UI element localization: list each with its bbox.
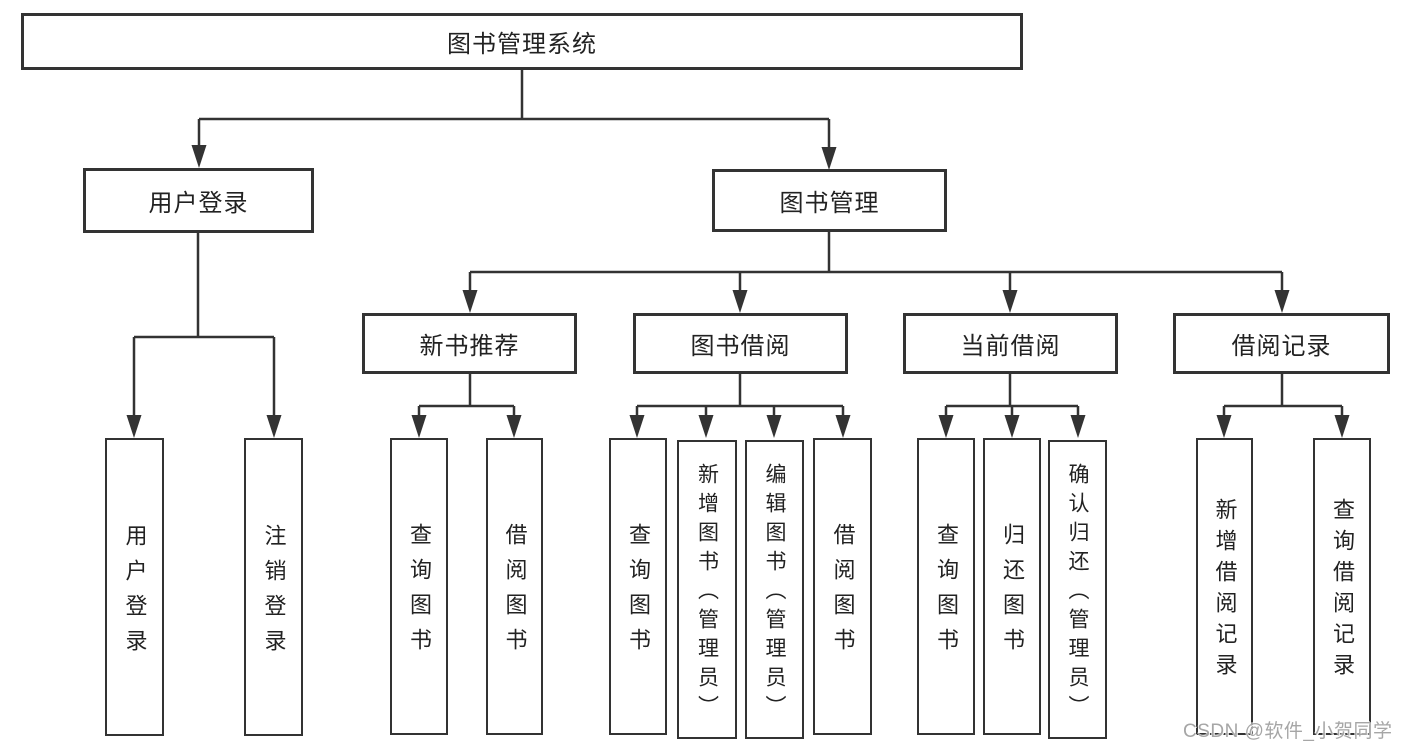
watermark: CSDN @软件_小贺同学 bbox=[1183, 721, 1393, 742]
node-label: 新书推荐 bbox=[419, 333, 520, 360]
leaf-logout: 注销登录 bbox=[244, 438, 303, 736]
node-label: 借阅记录 bbox=[1231, 333, 1332, 360]
node-label: 借阅图书 bbox=[502, 523, 528, 663]
node-label: 图书管理系统 bbox=[447, 31, 597, 58]
node-label: 用户登录 bbox=[148, 190, 249, 217]
node-label: 图书管理 bbox=[779, 190, 880, 217]
node-label: 新增图书（管理员） bbox=[695, 463, 719, 724]
node-label: 查询图书 bbox=[407, 523, 432, 663]
node-label: 查询图书 bbox=[626, 523, 651, 663]
leaf-query-borrow-record: 查询借阅记录 bbox=[1313, 438, 1371, 735]
node-label: 用户登录 bbox=[122, 523, 148, 664]
branch-borrowing-records: 借阅记录 bbox=[1173, 313, 1390, 374]
node-label: 注销登录 bbox=[261, 523, 287, 664]
node-label: 图书借阅 bbox=[690, 333, 791, 360]
node-label: 查询借阅记录 bbox=[1330, 498, 1355, 684]
leaf-query-books-recommend: 查询图书 bbox=[390, 438, 448, 735]
node-label: 查询图书 bbox=[934, 523, 959, 663]
node-label: 归还图书 bbox=[1000, 523, 1025, 663]
node-label: 借阅图书 bbox=[830, 523, 856, 663]
leaf-add-book-admin: 新增图书（管理员） bbox=[677, 440, 737, 739]
branch-book-management: 图书管理 bbox=[712, 169, 947, 232]
node-label: 确认归还（管理员） bbox=[1066, 463, 1089, 724]
leaf-query-books-borrowing: 查询图书 bbox=[609, 438, 667, 735]
node-label: 编辑图书（管理员） bbox=[763, 463, 786, 724]
leaf-user-login: 用户登录 bbox=[105, 438, 164, 736]
leaf-return-books: 归还图书 bbox=[983, 438, 1041, 735]
branch-current-borrowing: 当前借阅 bbox=[903, 313, 1118, 374]
leaf-edit-book-admin: 编辑图书（管理员） bbox=[745, 440, 804, 739]
branch-book-borrowing: 图书借阅 bbox=[633, 313, 848, 374]
branch-new-book-recommendation: 新书推荐 bbox=[362, 313, 577, 374]
leaf-borrow-books-recommend: 借阅图书 bbox=[486, 438, 543, 735]
leaf-query-books-current: 查询图书 bbox=[917, 438, 975, 735]
node-label: 当前借阅 bbox=[960, 333, 1061, 360]
leaf-borrow-books-borrowing: 借阅图书 bbox=[813, 438, 872, 735]
node-label: 新增借阅记录 bbox=[1212, 498, 1238, 684]
arrowheads bbox=[126, 145, 1350, 438]
branch-user-login: 用户登录 bbox=[83, 168, 314, 233]
leaf-add-borrow-record: 新增借阅记录 bbox=[1196, 438, 1253, 735]
root-node-library-management-system: 图书管理系统 bbox=[21, 13, 1023, 70]
leaf-confirm-return-admin: 确认归还（管理员） bbox=[1048, 440, 1107, 739]
